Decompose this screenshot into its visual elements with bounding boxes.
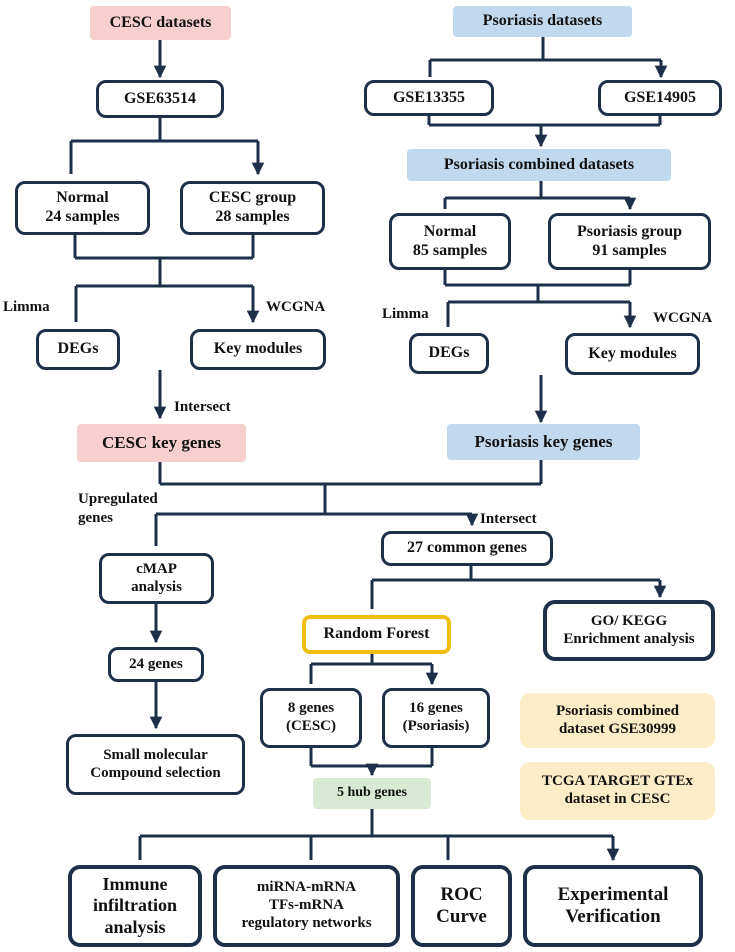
limma-label-left: Limma <box>3 299 50 315</box>
psoriasis-key-genes-box: Psoriasis key genes <box>447 424 640 460</box>
8-genes-cesc-box: 8 genes (CESC) <box>260 688 362 748</box>
arrow-hub-to-outputs <box>138 809 613 860</box>
cesc-group-box: CESC group 28 samples <box>180 181 325 235</box>
degs-box-left: DEGs <box>36 329 120 370</box>
normal-85-samples-box: Normal 85 samples <box>389 213 511 270</box>
cesc-datasets-box: CESC datasets <box>90 6 231 40</box>
line-key-genes-merge <box>158 460 543 514</box>
degs-box-right: DEGs <box>409 333 489 374</box>
psoriasis-combined-datasets-box: Psoriasis combined datasets <box>407 149 671 181</box>
wcgna-label-right: WCGNA <box>653 310 713 326</box>
go-kegg-box: GO/ KEGG Enrichment analysis <box>543 600 715 661</box>
small-molecular-box: Small molecular Compound selection <box>66 734 245 795</box>
upregulated-genes-label: Upregulated genes <box>78 491 158 526</box>
arrow-gse-merge <box>427 116 662 146</box>
arrow-gse63514-split <box>69 118 258 174</box>
line-left-groups-merge <box>73 235 255 286</box>
arrow-combined-split <box>443 181 630 209</box>
line-right-groups-merge <box>443 270 632 302</box>
key-modules-box-left: Key modules <box>190 329 326 370</box>
gse63514-box: GSE63514 <box>96 80 224 118</box>
5-hub-genes-box: 5 hub genes <box>313 778 431 809</box>
normal-24-samples-box: Normal 24 samples <box>15 181 150 235</box>
arrow-left-limma-wcgna <box>74 284 253 322</box>
key-modules-box-right: Key modules <box>565 333 700 375</box>
16-genes-psoriasis-box: 16 genes (Psoriasis) <box>382 688 490 748</box>
arrow-right-limma-wcgna <box>446 300 630 327</box>
tcga-target-gtex-box: TCGA TARGET GTEx dataset in CESC <box>520 762 715 820</box>
intersect-label-left: Intersect <box>174 399 231 415</box>
27-common-genes-box: 27 common genes <box>381 531 553 566</box>
experimental-verification-box: Experimental Verification <box>523 865 703 947</box>
psoriasis-gse30999-box: Psoriasis combined dataset GSE30999 <box>520 693 715 748</box>
limma-label-right: Limma <box>382 306 429 322</box>
cmap-analysis-box: cMAP analysis <box>99 553 214 604</box>
24-genes-box: 24 genes <box>108 647 204 682</box>
cesc-key-genes-box: CESC key genes <box>77 424 246 462</box>
arrow-genes-to-hub <box>309 748 434 775</box>
immune-infiltration-box: Immune infiltration analysis <box>68 865 202 947</box>
roc-curve-box: ROC Curve <box>411 865 512 947</box>
psoriasis-datasets-box: Psoriasis datasets <box>453 6 632 37</box>
arrow-psoriasis-split <box>428 36 661 77</box>
mirna-mrna-networks-box: miRNA-mRNA TFs-mRNA regulatory networks <box>213 865 400 947</box>
gse13355-box: GSE13355 <box>364 80 494 116</box>
wcgna-label-left: WCGNA <box>266 299 326 315</box>
arrow-upregulated-and-intersect <box>154 514 472 546</box>
arrow-common-split <box>370 566 660 609</box>
intersect-label-mid: Intersect <box>480 511 537 527</box>
arrow-rf-split <box>309 654 432 684</box>
psoriasis-group-box: Psoriasis group 91 samples <box>548 213 711 270</box>
random-forest-box: Random Forest <box>302 615 451 654</box>
gse14905-box: GSE14905 <box>598 80 722 116</box>
